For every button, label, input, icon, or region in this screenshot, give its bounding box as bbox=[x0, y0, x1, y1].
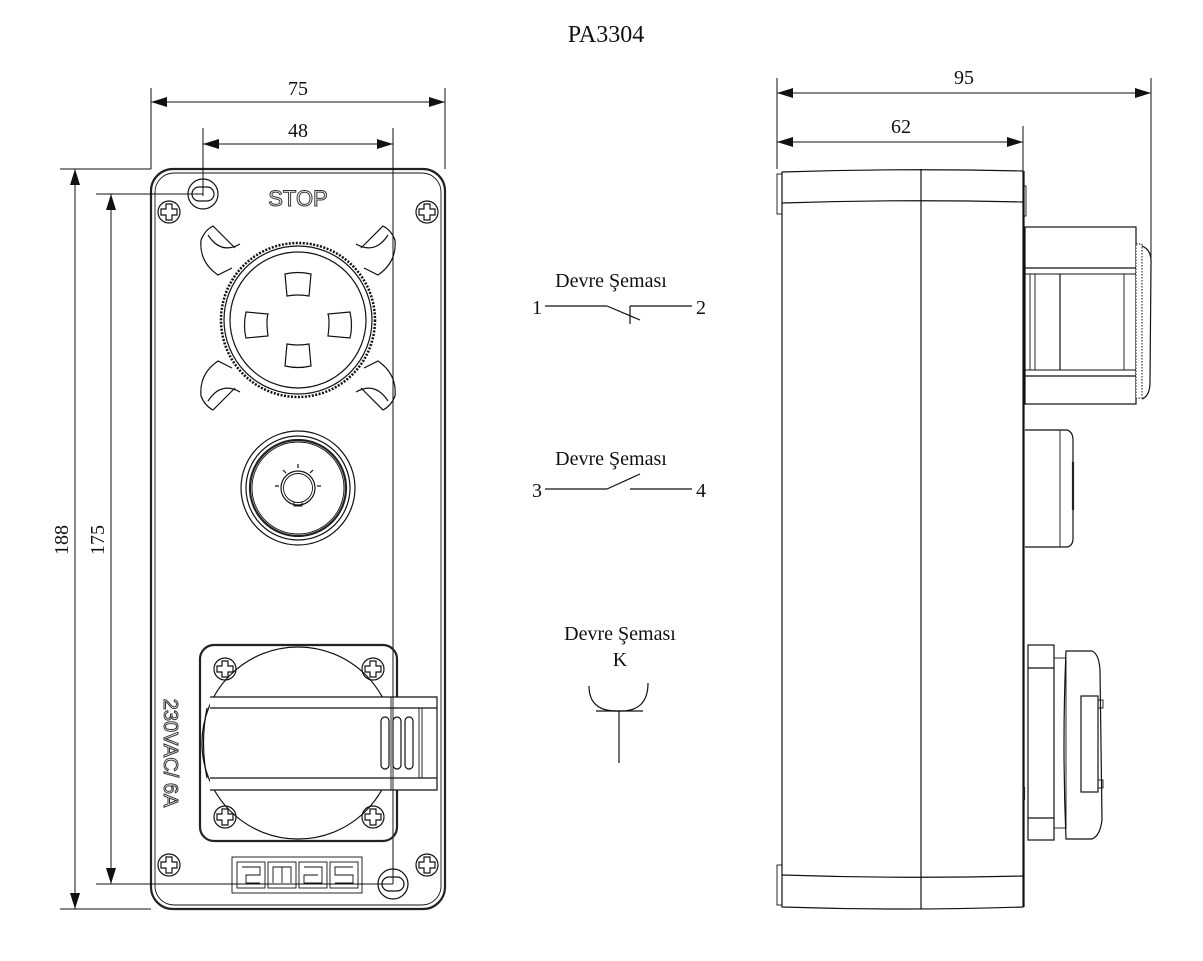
screw-icon bbox=[157, 200, 181, 224]
screw-icon bbox=[157, 853, 181, 877]
dim-label-48: 48 bbox=[288, 120, 308, 142]
side-enclosure bbox=[776, 169, 1027, 910]
circuit-diagram-nc: Devre Şeması 1 2 bbox=[532, 270, 706, 324]
dim-label-175: 175 bbox=[87, 525, 109, 555]
circuit-diagram-no: Devre Şeması 3 4 bbox=[532, 448, 706, 502]
power-socket bbox=[198, 643, 438, 843]
dim-label-95: 95 bbox=[954, 67, 974, 89]
stop-label: STOP bbox=[268, 186, 328, 211]
terminal-label: 3 bbox=[532, 480, 542, 502]
dim-label-188: 188 bbox=[51, 525, 73, 555]
screw-icon bbox=[213, 805, 237, 829]
dim-label-75: 75 bbox=[288, 78, 308, 100]
emergency-stop-side bbox=[1024, 226, 1152, 405]
screw-icon bbox=[415, 853, 439, 877]
lamp-icon bbox=[275, 464, 321, 507]
front-view: 75 48 188 175 bbox=[51, 78, 447, 911]
dim-body-depth: 62 bbox=[777, 116, 1024, 172]
terminal-label: 4 bbox=[696, 480, 706, 502]
circuit-title: Devre Şeması bbox=[564, 623, 676, 645]
screw-icon bbox=[361, 657, 385, 681]
brand-logo bbox=[231, 856, 363, 894]
symbol-label: K bbox=[613, 649, 628, 671]
emergency-stop-button bbox=[200, 225, 396, 411]
circuit-title: Devre Şeması bbox=[555, 448, 667, 470]
circuit-diagram-socket: Devre Şeması K bbox=[564, 623, 676, 763]
mounting-hole-bottom bbox=[377, 868, 409, 900]
indicator-lamp bbox=[240, 430, 356, 546]
screw-icon bbox=[415, 200, 439, 224]
mounting-hole-top bbox=[187, 178, 219, 210]
dim-overall-height: 188 bbox=[51, 168, 151, 910]
dim-overall-depth: 95 bbox=[776, 67, 1152, 260]
drawing-title: PA3304 bbox=[568, 22, 644, 48]
screw-icon bbox=[361, 805, 385, 829]
circuit-title: Devre Şeması bbox=[555, 270, 667, 292]
side-view: 95 62 bbox=[776, 67, 1152, 910]
terminal-label: 2 bbox=[696, 297, 706, 319]
dim-label-62: 62 bbox=[891, 116, 911, 138]
front-enclosure bbox=[149, 167, 447, 911]
terminal-label: 1 bbox=[532, 297, 542, 319]
indicator-lamp-side bbox=[1025, 429, 1075, 548]
socket-side bbox=[1022, 644, 1104, 841]
dim-hole-spacing-height: 175 bbox=[87, 193, 393, 885]
rating-label: 230VAC/ 6A bbox=[159, 699, 181, 808]
dim-overall-width: 75 bbox=[150, 78, 446, 169]
screw-icon bbox=[213, 657, 237, 681]
